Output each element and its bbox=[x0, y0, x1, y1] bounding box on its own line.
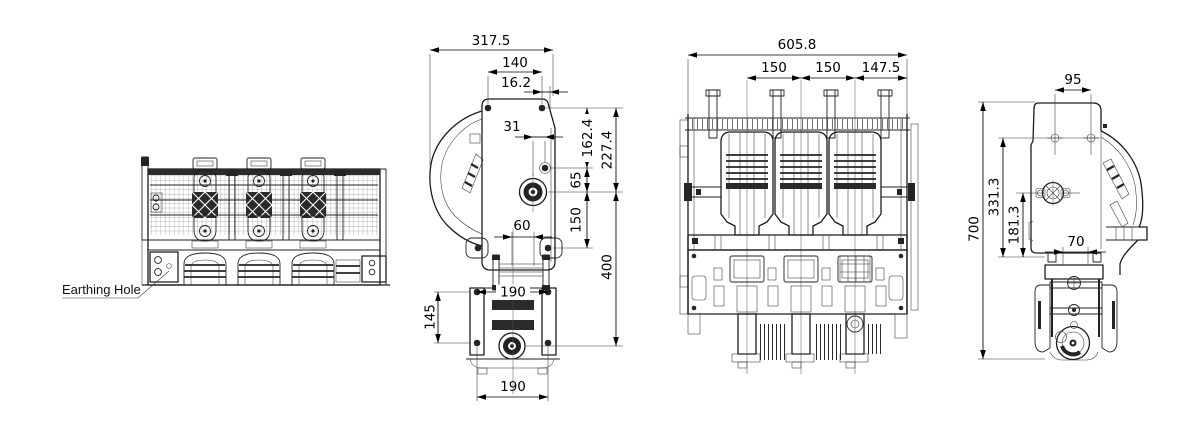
dim-pole-pitch-right: 150 bbox=[815, 60, 841, 76]
front-dimensions: 605.8 150 150 147.5 bbox=[687, 37, 908, 114]
dim-base-height: 400 bbox=[600, 254, 616, 280]
truck-wheel bbox=[1055, 325, 1091, 361]
dim-carriage-span: 145 bbox=[423, 304, 439, 330]
dim-upper-span: 162.4 bbox=[580, 119, 596, 158]
dim-base-span-bottom: 190 bbox=[500, 379, 526, 395]
breaker-front-body bbox=[679, 80, 919, 374]
dim-upper-total: 227.4 bbox=[600, 131, 616, 170]
dim-hub-span: 181.3 bbox=[1007, 206, 1023, 245]
roller-wheel bbox=[498, 332, 526, 360]
bushing-bells bbox=[183, 252, 335, 286]
dim-edge-offset: 16.2 bbox=[501, 75, 531, 91]
operating-shaft-hub bbox=[518, 174, 548, 212]
dim-hub-to-base: 150 bbox=[569, 207, 585, 233]
dim-hub-offset: 31 bbox=[503, 119, 520, 135]
dim-top-hole-span: 140 bbox=[502, 55, 528, 71]
shaft-end-hub bbox=[1035, 180, 1080, 206]
earthing-hole-label: Earthing Hole bbox=[62, 282, 141, 297]
rear-view-drawing: Earthing Hole bbox=[62, 156, 390, 299]
dim-upper-span-right: 331.3 bbox=[987, 178, 1003, 217]
dim-overall-depth: 317.5 bbox=[472, 33, 511, 49]
breaker-side-body-right bbox=[1028, 102, 1148, 361]
dim-overall-height: 700 bbox=[967, 216, 983, 242]
dim-pole-pitch-left: 150 bbox=[761, 60, 787, 76]
drawout-arm-right bbox=[881, 183, 915, 201]
side-left-dimensions: 317.5 140 16.2 31 bbox=[423, 33, 623, 401]
left-side-view-drawing: 317.5 140 16.2 31 bbox=[423, 33, 623, 401]
dim-rail-span: 70 bbox=[1067, 234, 1084, 250]
breaker-rear-body bbox=[141, 156, 390, 286]
dim-base-span-top: 190 bbox=[500, 285, 526, 301]
earthing-hole-callout: Earthing Hole bbox=[62, 270, 170, 299]
side-right-dimensions: 95 700 331.3 181.3 70 bbox=[967, 72, 1106, 360]
dim-hub-drop: 65 bbox=[569, 171, 585, 188]
dim-overall-width: 605.8 bbox=[778, 37, 817, 53]
dim-slot-span: 60 bbox=[513, 218, 530, 234]
dim-right-span: 147.5 bbox=[862, 60, 901, 76]
breaker-side-body bbox=[429, 98, 563, 394]
front-view-drawing: 605.8 150 150 147.5 bbox=[679, 37, 919, 374]
right-side-view-drawing: 95 700 331.3 181.3 70 bbox=[967, 72, 1148, 361]
dim-hole-span: 95 bbox=[1064, 72, 1081, 88]
drawout-arm-left bbox=[684, 183, 721, 201]
earthing-plate bbox=[149, 251, 179, 283]
